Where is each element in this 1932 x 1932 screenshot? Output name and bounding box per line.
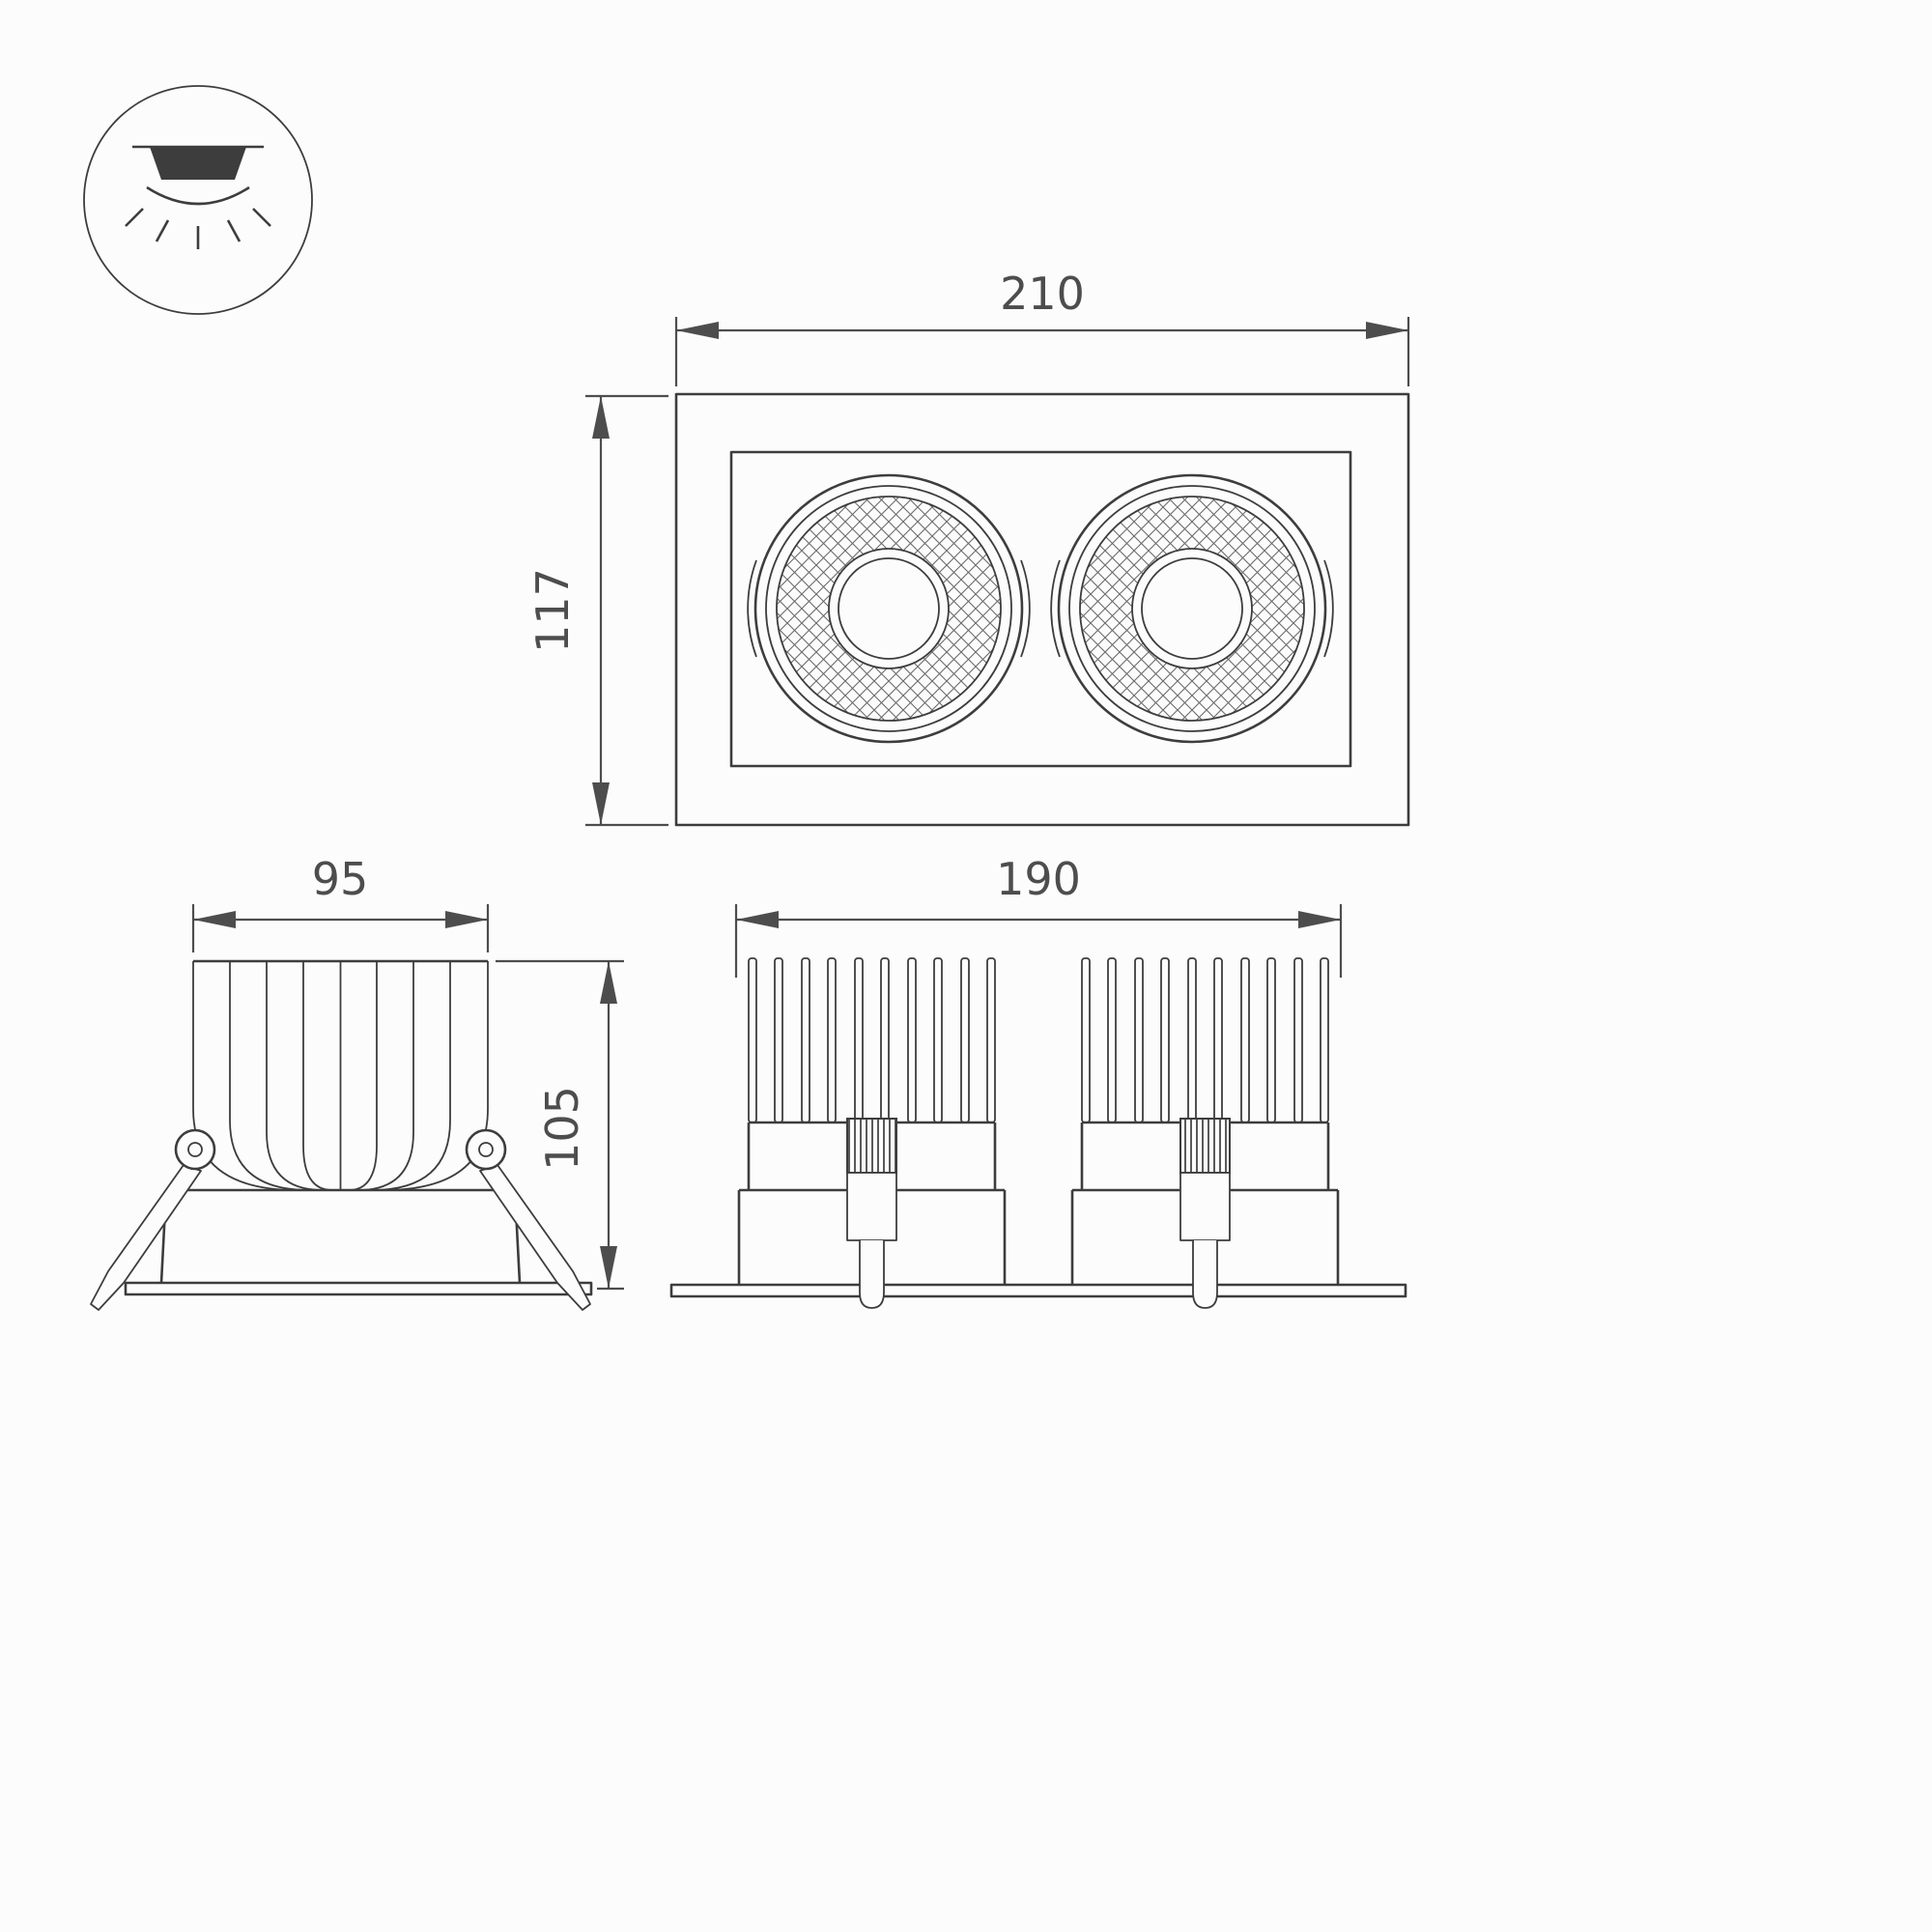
heatsink-fin <box>827 957 837 1123</box>
clip-pivot <box>465 1128 507 1171</box>
bottom-front-view <box>669 957 1407 1309</box>
clip-pivot-pin <box>478 1142 494 1157</box>
extension-lines <box>674 317 1410 386</box>
clip-slider <box>846 1172 897 1241</box>
side-view <box>90 959 593 1311</box>
flange <box>124 1281 593 1296</box>
dimension-label-bottom-width: 190 <box>996 853 1081 905</box>
front-view <box>674 392 1410 827</box>
dimension-label-side-width: 95 <box>312 853 369 905</box>
heatsink-fin-profiles <box>192 961 489 1191</box>
heatsink-fin <box>1213 957 1223 1123</box>
clip-pivot <box>174 1128 216 1171</box>
heatsink-fin <box>1134 957 1144 1123</box>
clip-pivot-pin <box>187 1142 203 1157</box>
front-outer-frame <box>674 392 1410 827</box>
clip-spring <box>1179 1118 1231 1174</box>
lamp-module-left <box>746 473 1032 744</box>
dimension-label-front-width: 210 <box>1000 268 1085 320</box>
lamp-module-right <box>1049 473 1335 744</box>
dimension-side-width: 95 <box>191 853 490 952</box>
light-rays <box>125 208 271 249</box>
front-inner-frame <box>729 450 1352 768</box>
icon-circle <box>83 85 313 315</box>
dimension-side-height: 105 <box>496 959 624 1291</box>
heatsink-fin <box>907 957 917 1123</box>
extension-lines <box>191 904 490 952</box>
clip-hook <box>859 1240 885 1309</box>
clip-arm <box>90 1164 202 1311</box>
heatsink-fin <box>986 957 996 1123</box>
dimension-front-height: 117 <box>526 394 668 827</box>
recessed-downlight-icon <box>83 85 313 315</box>
lamp-trim-arc <box>146 185 250 206</box>
dimension-bottom-width: 190 <box>734 853 1343 978</box>
mount-clip <box>846 1118 897 1309</box>
spring-clip-right <box>465 1128 591 1311</box>
heatsink-fin <box>1187 957 1197 1123</box>
heatsink-fin <box>1081 957 1091 1123</box>
spring-clip-left <box>90 1128 216 1311</box>
dimension-label-front-height: 117 <box>526 568 579 653</box>
heatsink-unit-right <box>1070 957 1340 1309</box>
heatsink-unit-left <box>737 957 1007 1309</box>
extension-lines <box>585 394 668 827</box>
heatsink-fin <box>1107 957 1117 1123</box>
fins <box>1081 957 1329 1123</box>
heatsink-fin <box>960 957 970 1123</box>
lamp-body-glyph <box>150 147 246 180</box>
clip-hook <box>1192 1240 1218 1309</box>
heatsink-fin <box>1320 957 1329 1123</box>
flange-baseline <box>669 1283 1407 1298</box>
clip-arm <box>479 1164 591 1311</box>
heatsink-fin <box>801 957 810 1123</box>
dimension-label-side-height: 105 <box>536 1086 588 1171</box>
heatsink-fin <box>1240 957 1250 1123</box>
dimension-front-width: 210 <box>674 268 1410 386</box>
clip-slider <box>1179 1172 1231 1241</box>
heatsink-fin <box>854 957 864 1123</box>
heatsink-fin <box>748 957 757 1123</box>
extension-lines <box>734 904 1343 978</box>
heatsink-fin <box>1160 957 1170 1123</box>
fins <box>748 957 996 1123</box>
heatsink-fin <box>774 957 783 1123</box>
trim-body <box>159 1188 522 1284</box>
heatsink-fin <box>880 957 890 1123</box>
heatsink-fin <box>1293 957 1303 1123</box>
clip-spring <box>846 1118 897 1174</box>
heatsink-fin <box>1266 957 1276 1123</box>
mount-clip <box>1179 1118 1231 1309</box>
heatsink-fin <box>933 957 943 1123</box>
